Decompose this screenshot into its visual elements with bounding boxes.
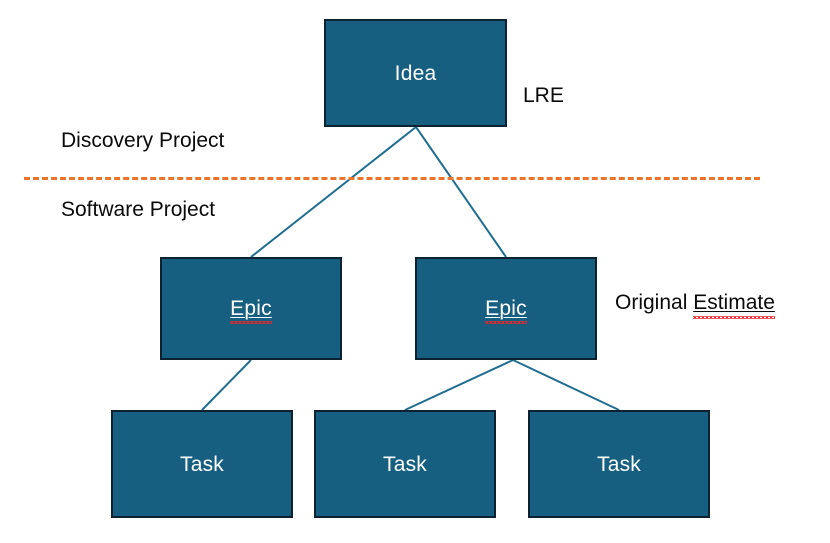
annotation-text-original-estimate: Original: [615, 291, 694, 314]
node-label-idea: Idea: [394, 61, 437, 85]
connector-epic-2-to-task-3: [512, 359, 620, 411]
connector-idea-to-epic-1: [250, 126, 417, 258]
connector-idea-to-epic-2: [415, 126, 507, 258]
annotation-lre: LRE: [523, 85, 564, 106]
connector-epic-1-to-task-1: [201, 359, 252, 411]
node-task-3[interactable]: Task: [528, 410, 710, 518]
node-label-task-2: Task: [383, 452, 427, 476]
annotation-text-software-project: Software Project: [61, 198, 216, 221]
annotation-software-project: Software Project: [61, 199, 215, 220]
node-task-2[interactable]: Task: [314, 410, 496, 518]
node-label-epic-2: Epic: [485, 297, 527, 324]
annotation-misspelled-word-original-estimate: Estimate: [693, 291, 775, 314]
node-task-1[interactable]: Task: [111, 410, 293, 518]
node-epic-2[interactable]: Epic: [415, 257, 597, 360]
annotation-text-lre: LRE: [523, 84, 564, 107]
annotation-discovery-project: Discovery Project: [61, 130, 224, 151]
project-boundary-divider: [24, 177, 760, 180]
node-label-task-1: Task: [180, 452, 224, 476]
annotation-original-estimate: Original Estimate: [615, 292, 775, 313]
node-epic-1[interactable]: Epic: [160, 257, 342, 360]
node-idea[interactable]: Idea: [324, 19, 507, 127]
node-label-task-3: Task: [597, 452, 641, 476]
connector-epic-2-to-task-2: [404, 359, 514, 411]
annotation-text-discovery-project: Discovery Project: [61, 129, 225, 152]
node-label-epic-1: Epic: [230, 297, 272, 324]
